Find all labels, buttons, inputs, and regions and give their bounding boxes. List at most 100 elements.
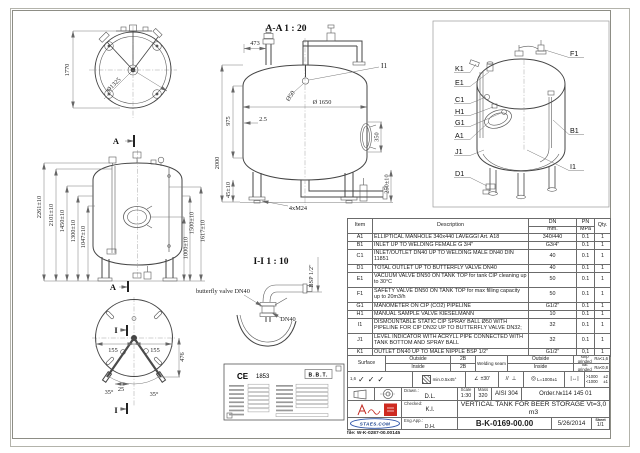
under-limit: <1000 xyxy=(586,378,598,384)
cell-qty: 1 xyxy=(594,272,611,288)
col-qty: Qty. xyxy=(594,218,611,234)
dim-1300: 1300±10 xyxy=(70,220,77,242)
drawn-value: D.L. xyxy=(424,393,436,400)
col-item: Item xyxy=(347,218,373,234)
drawing-date: 5/26/2014 xyxy=(552,418,592,429)
cell-qty: 1 xyxy=(594,264,611,273)
order-cell: Order.№114 145 01 xyxy=(522,388,609,401)
dim-angle-left: 35° xyxy=(105,389,114,396)
table-row: A1 ELLIPTICAL MANHOLE 340x440 LAVEGGI Ar… xyxy=(347,233,611,242)
surface-inside-label: Inside xyxy=(386,364,451,372)
dim-45: 45±10 xyxy=(225,182,232,198)
cell-pn: 0.1 xyxy=(576,333,595,349)
cell-desc: VACUUM VALVE DN50 ON TANK TOP for tank C… xyxy=(372,272,529,288)
cell-pn: 0.1 xyxy=(576,249,595,265)
drawn-cell: Drawn.: D.L. xyxy=(402,388,458,401)
nameplate: CE 1853 B.B.T. xyxy=(223,363,345,421)
dim-1047: 1047±10 xyxy=(80,226,87,248)
title-block: Drawn.: D.L. Scale 1:30 Mass 320 AISI 30… xyxy=(347,387,610,430)
cell-qty: 1 xyxy=(594,310,611,319)
dim-4xm24: 4xM24 xyxy=(289,205,308,212)
bottom-view: 35° 35° 25 155 155 476 I I xyxy=(92,297,186,415)
eng-label: Eng.App.: xyxy=(404,418,423,423)
cell-dn: 32 xyxy=(528,318,577,334)
surface-inside-value: 2B xyxy=(451,364,476,372)
dim-2000: 2000 xyxy=(214,157,221,170)
weld-outside-finish: strip grinded Ra<1,6 xyxy=(574,356,609,364)
cell-item: H1 xyxy=(347,310,373,319)
parallel-perpendicular-cell: // ⊥ xyxy=(499,372,524,388)
cell-desc: LEVEL INDICATOR WITH ACRYLL PIPE CONNECT… xyxy=(372,333,529,349)
weld-inside-label: Inside xyxy=(508,364,574,372)
circles-symbol-icon xyxy=(380,389,396,399)
projection-symbol-cell xyxy=(348,388,375,401)
weld-inside-finish: flat grinded Ra<0,8 xyxy=(574,364,609,372)
chamfer-cell: min.0.5x45° xyxy=(413,372,466,388)
cell-pn: 0.1 xyxy=(576,241,595,250)
tolerance-block: 1,6 ✓✓✓ min.0.5x45° ∠ ±30' // ⊥ ◎ L=1000… xyxy=(347,371,610,388)
balloon-e1: E1 xyxy=(455,78,464,87)
mass-value: 320 xyxy=(478,393,488,400)
cell-dn: 32 xyxy=(528,333,577,349)
detail-view: I-I 1 : 10 butterfly valve DN40 DN40 BSP… xyxy=(196,257,322,347)
col-pn-unit: MPa xyxy=(576,226,595,234)
table-row: E1 VACUUM VALVE DN50 ON TANK TOP for tan… xyxy=(347,272,611,288)
mass-cell: Mass 320 xyxy=(475,388,492,401)
section-cut-label-a-front: A xyxy=(110,282,117,292)
cell-qty: 1 xyxy=(594,318,611,334)
cell-dn: G3/4" xyxy=(528,241,577,250)
front-view: 2261±10 2101±10 1450±10 1300±10 1047±10 … xyxy=(36,150,207,292)
cell-pn: 0.1 xyxy=(576,302,595,311)
col-description: Description xyxy=(372,218,529,234)
nameplate-value-boxes xyxy=(247,383,329,417)
table-row: D1 TOTAL OUTLET UP TO BUTTERFLY VALVE DN… xyxy=(347,264,611,273)
table-row: H1 MANUAL SAMPLE VALVE KIESELMANN 10 0.1… xyxy=(347,310,611,319)
view-symbol-cell xyxy=(375,388,402,401)
dim-1617: 1617±10 xyxy=(200,220,207,242)
eng-value: D.H. xyxy=(424,423,436,429)
cell-desc: TOTAL OUTLET UP TO BUTTERFLY VALVE DN40 xyxy=(372,264,529,273)
iso-balloon-labels: K1 E1 C1 H1 G1 A1 J1 D1 F1 B1 xyxy=(454,49,584,187)
staes-logo: STAES.COM xyxy=(349,418,400,429)
arrows-cell: |↔| xyxy=(565,372,585,388)
checked-value: K.I. xyxy=(425,406,435,413)
dim-1770: 1770 xyxy=(64,64,71,77)
cell-qty: 1 xyxy=(594,302,611,311)
cell-dn: 50 xyxy=(528,272,577,288)
balloon-c1: C1 xyxy=(455,95,464,104)
surface-outside-value: 2B xyxy=(451,356,476,364)
cell-item: C1 xyxy=(347,249,373,265)
over-limit: >1000 xyxy=(586,373,598,379)
brand-logo: B.B.T. xyxy=(309,373,329,379)
cell-dn: G1/2" xyxy=(528,302,577,311)
balloon-i1-section: I1 xyxy=(381,61,387,70)
balloon-b1: B1 xyxy=(570,126,579,135)
detail-cut-label-bottom: I xyxy=(114,405,118,415)
eng-app-cell: Eng.App.: D.H. xyxy=(402,418,458,429)
drawing-number: B-K-0169-00.00 xyxy=(458,418,552,429)
section-title: A-A 1 : 20 xyxy=(266,24,307,34)
table-row: C1 INLET/OUTLET DN40 UP TO WELDING MALE … xyxy=(347,249,611,265)
sheet-cell: Sheet 1/1 xyxy=(592,418,609,429)
perpendicular-icon: ⊥ xyxy=(511,376,517,383)
detail-cut-label-top: I xyxy=(114,325,118,335)
cell-item: A1 xyxy=(347,233,373,242)
cell-desc: DISMOUNTABLE STATIC CIP SPRAY BALL Ø50 W… xyxy=(372,318,529,334)
length-tolerance-cell: ◎ L=1000±1 xyxy=(524,372,565,388)
dim-1500: 1500±10 xyxy=(189,212,196,234)
chamfer-text: min.0.5x45° xyxy=(432,376,457,382)
table-row: I1 DISMOUNTABLE STATIC CIP SPRAY BALL Ø5… xyxy=(347,318,611,334)
cell-pn: 0.1 xyxy=(576,233,595,242)
company-logo-cell: STAES.COM xyxy=(348,418,402,429)
surface-label: Surface xyxy=(348,356,386,372)
check-symbols: ✓✓✓ xyxy=(358,375,387,384)
detail-callout: butterfly valve DN40 xyxy=(196,288,250,295)
weld-outside-label: Outside xyxy=(508,356,574,364)
angle-tolerance: ±30' xyxy=(480,375,490,382)
col-dn-unit: mm. xyxy=(528,226,577,234)
cell-pn: 0.1 xyxy=(576,310,595,319)
under-tol: ±1 xyxy=(603,378,608,384)
finish-text: strip grinded xyxy=(577,356,592,364)
cell-item: D1 xyxy=(347,264,373,273)
